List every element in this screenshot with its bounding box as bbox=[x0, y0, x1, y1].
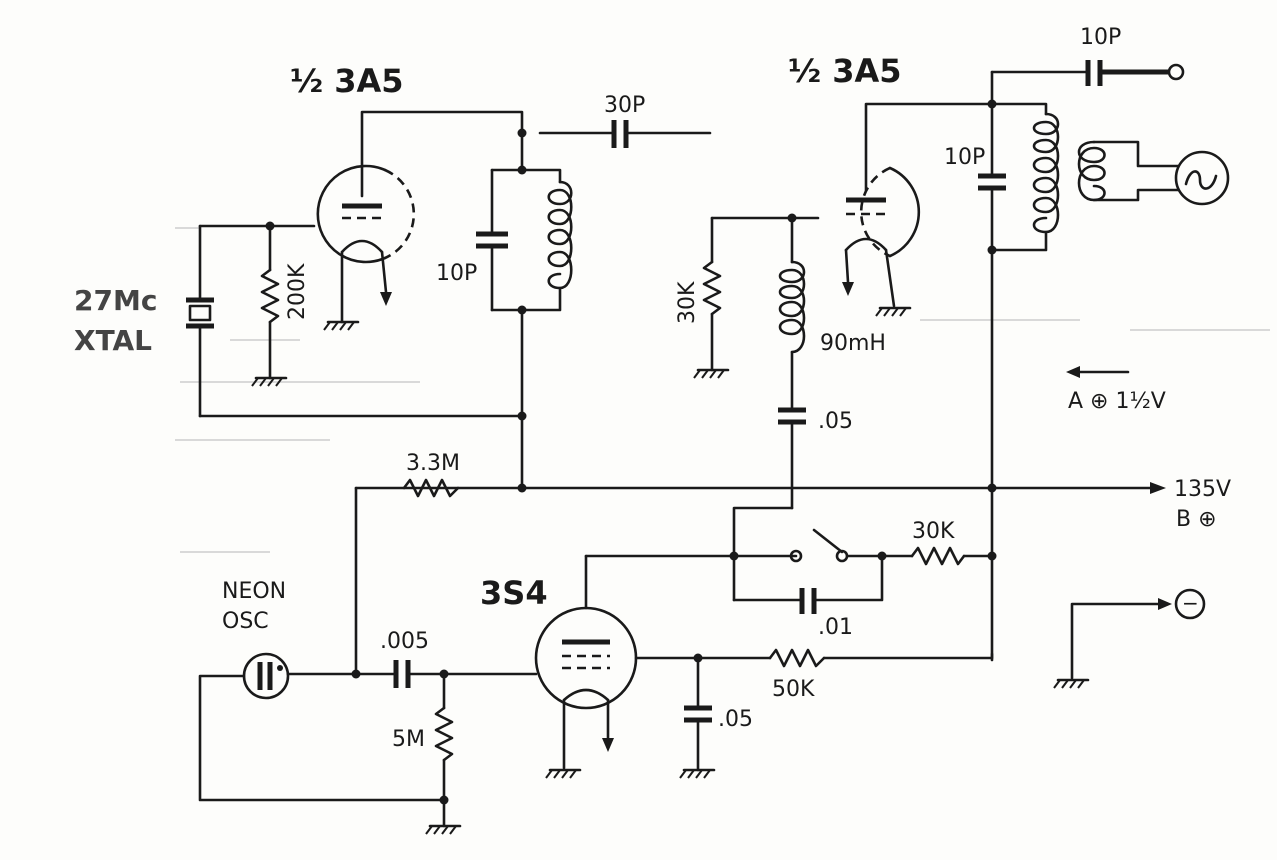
capacitor-30p-label: 30P bbox=[604, 93, 645, 118]
ground-symbol bbox=[875, 306, 912, 317]
driver-stage-3s4 bbox=[534, 554, 994, 779]
choke-90mh bbox=[778, 260, 806, 354]
capacitor-10p-output-label: 10P bbox=[1080, 25, 1121, 50]
osc-tube-label: ½ 3A5 bbox=[290, 62, 404, 100]
amplifier-stage bbox=[693, 60, 1230, 662]
minus-label: − bbox=[1182, 591, 1199, 615]
capacitor-005-label: .005 bbox=[380, 629, 429, 654]
neon-lamp bbox=[242, 652, 290, 700]
ground-symbol bbox=[693, 368, 730, 379]
crystal-type-label: XTAL bbox=[74, 324, 152, 357]
capacitor-10p-osc-label: 10P bbox=[436, 261, 477, 286]
ground-symbol bbox=[545, 768, 582, 779]
lamp-symbol bbox=[1174, 150, 1230, 206]
supply-terminals bbox=[1053, 366, 1206, 689]
resistor-30k-grid-label: 30K bbox=[675, 281, 700, 324]
b-plus-label: B ⊕ bbox=[1176, 507, 1217, 532]
crystal-symbol bbox=[188, 304, 212, 322]
resistor-200k-label: 200K bbox=[285, 263, 310, 320]
choke-90mh-label: 90mH bbox=[820, 331, 886, 356]
resistor-30k-grid bbox=[702, 260, 722, 316]
ground-symbol bbox=[251, 376, 288, 387]
output-terminal bbox=[1167, 63, 1185, 81]
driver-tube-label: 3S4 bbox=[480, 574, 548, 612]
resistor-30k-switch-label: 30K bbox=[912, 519, 955, 544]
crystal-frequency-label: 27Mc bbox=[74, 284, 157, 317]
resistor-5m-label: 5M bbox=[392, 727, 425, 752]
3s4-tube-envelope bbox=[534, 606, 638, 710]
oscillator-stage bbox=[186, 110, 712, 490]
ground-symbol bbox=[1053, 678, 1090, 689]
link-coil bbox=[1077, 140, 1106, 202]
a-plus-label: A ⊕ 1½V bbox=[1068, 389, 1166, 414]
neon-label-line2: OSC bbox=[222, 609, 269, 634]
neon-oscillator bbox=[198, 652, 538, 835]
switch-contact bbox=[789, 549, 803, 563]
ground-symbol bbox=[679, 768, 716, 779]
amp-tube-envelope bbox=[888, 166, 921, 258]
capacitor-10p-tank-label: 10P bbox=[944, 145, 985, 170]
amp-tube-label: ½ 3A5 bbox=[788, 52, 902, 90]
resistor-3-3m-label: 3.3M bbox=[406, 451, 460, 476]
resistor-200k bbox=[260, 268, 280, 324]
osc-tube-envelope bbox=[316, 164, 387, 264]
scan-artifacts bbox=[175, 227, 1270, 553]
b-voltage-label: 135V bbox=[1174, 477, 1231, 502]
capacitor-05-choke-label: .05 bbox=[818, 409, 853, 434]
minus-terminal bbox=[1174, 588, 1206, 620]
resistor-3-3m bbox=[402, 478, 460, 498]
ground-symbol bbox=[425, 824, 462, 835]
resistor-50k bbox=[768, 648, 826, 668]
neon-label-line1: NEON bbox=[222, 579, 286, 604]
resistor-5m bbox=[434, 706, 454, 762]
capacitor-05-screen-label: .05 bbox=[718, 707, 753, 732]
capacitor-01-label: .01 bbox=[818, 615, 853, 640]
tank-coil bbox=[547, 180, 573, 290]
resistor-50k-label: 50K bbox=[772, 677, 815, 702]
b-plus-bus bbox=[354, 478, 1166, 674]
resistor-30k-switch bbox=[910, 546, 966, 566]
output-coil bbox=[1032, 112, 1060, 234]
ground-symbol bbox=[323, 320, 360, 331]
switch-lever bbox=[812, 528, 844, 554]
